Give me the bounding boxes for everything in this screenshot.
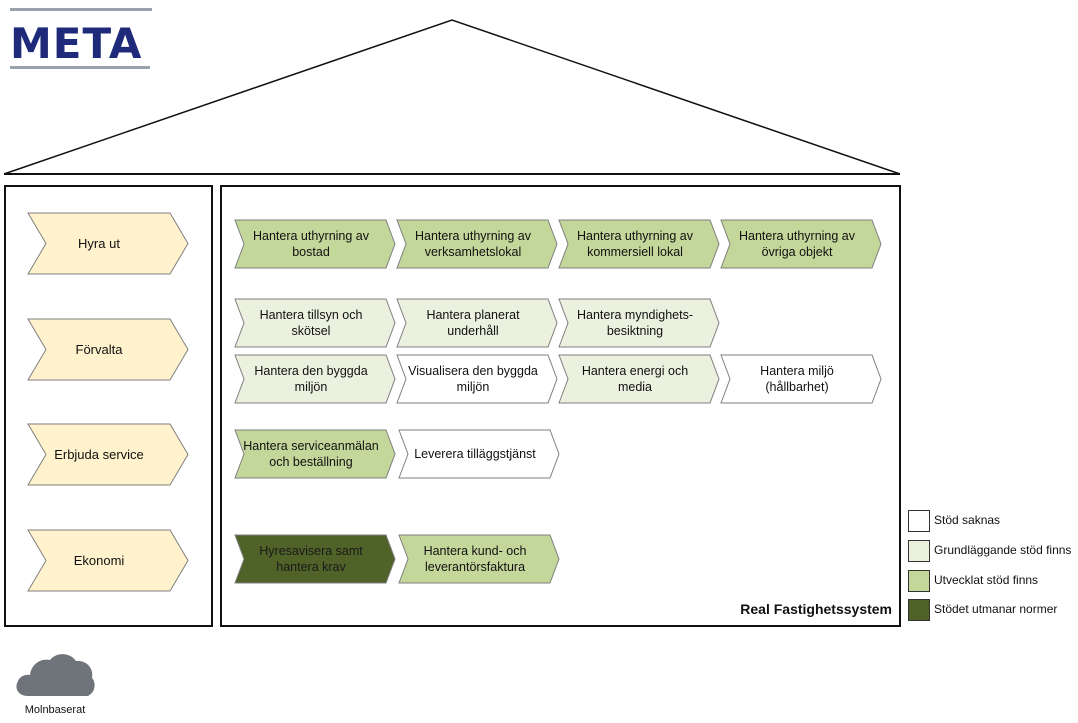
capability-label: Hantera energi och media (581, 364, 689, 394)
capability-label: Hantera serviceanmälan och beställning (243, 439, 379, 469)
logo-bottom-bar (10, 66, 150, 69)
capability-hantera-planerat-underhall: Hantera planerat underhåll (397, 299, 557, 347)
chevron-shape (399, 430, 559, 478)
capability-hantera-uthyrning-av-kommersiell-lokal: Hantera uthyrning av kommersiell lokal (559, 220, 719, 268)
capability-visualisera-den-byggda-miljon: Visualisera den byggda miljön (397, 355, 557, 403)
capability-label: Visualisera den byggda miljön (408, 364, 538, 394)
deployment-label: Molnbaserat (24, 704, 86, 716)
capability-hantera-miljo: Hantera miljö (hållbarhet) (721, 355, 881, 403)
capability-hantera-uthyrning-av-ovriga-objekt: Hantera uthyrning av övriga objekt (721, 220, 881, 268)
capability-label: Hantera uthyrning av bostad (252, 229, 370, 259)
process-label: Ekonomi (73, 552, 125, 568)
capability-hantera-tillsyn-och-skotsel: Hantera tillsyn och skötsel (235, 299, 395, 347)
legend-label: Stöd saknas (934, 513, 1001, 527)
legend-label: Stödet utmanar normer (934, 602, 1058, 616)
chevron-shape (235, 535, 395, 583)
capability-label: Hantera tillsyn och skötsel (259, 308, 363, 338)
capability-label: Hantera den byggda miljön (254, 364, 368, 394)
chevron-shape (235, 355, 395, 403)
chevron-shape (28, 530, 188, 591)
process-label: Förvalta (75, 341, 123, 357)
process-chevron-ekonomi: Ekonomi (28, 530, 188, 591)
capability-label: Hantera miljö (hållbarhet) (760, 364, 834, 394)
capability-leverera-tillaggstjanst: Leverera tilläggstjänst (399, 430, 559, 478)
capability-label: Hantera uthyrning av kommersiell lokal (576, 229, 694, 259)
capability-hantera-kund-och-leverantorsfaktura: Hantera kund- och leverantörsfaktura (399, 535, 559, 583)
capability-hantera-uthyrning-av-verksamhetslokal: Hantera uthyrning av verksamhetslokal (397, 220, 557, 268)
legend-item-utvecklat: Utvecklat stöd finns (908, 570, 1078, 594)
chevron-shape (397, 355, 557, 403)
house-roof (3, 19, 901, 175)
chevron-shape (235, 299, 395, 347)
chevron-shape (235, 430, 395, 478)
legend-label: Grundläggande stöd finns (934, 543, 1072, 557)
process-chevron-forvalta: Förvalta (28, 319, 188, 380)
capability-label: Leverera tilläggstjänst (414, 447, 536, 461)
chevron-shape (397, 220, 557, 268)
system-frame (220, 185, 901, 627)
system-title: Real Fastighetssystem (740, 601, 892, 617)
chevron-shape (235, 220, 395, 268)
chevron-shape (28, 213, 188, 274)
capability-label: Hyresavisera samt hantera krav (259, 544, 363, 574)
chevron-shape (721, 355, 881, 403)
chevron-shape (397, 299, 557, 347)
process-column-frame (4, 185, 213, 627)
capability-label: Hantera uthyrning av övriga objekt (738, 229, 856, 259)
capability-hantera-energi-och-media: Hantera energi och media (559, 355, 719, 403)
legend-swatch (908, 510, 930, 532)
legend-item-saknas: Stöd saknas (908, 510, 1078, 534)
process-chevron-erbjuda-service: Erbjuda service (28, 424, 188, 485)
chevron-shape (28, 424, 188, 485)
process-label: Hyra ut (78, 235, 120, 251)
process-chevron-hyra-ut: Hyra ut (28, 213, 188, 274)
legend-swatch (908, 570, 930, 592)
capability-hantera-myndighetsbesiktning: Hantera myndighets-besiktning (559, 299, 719, 347)
legend-swatch (908, 599, 930, 621)
legend-swatch (908, 540, 930, 562)
legend-item-grund: Grundläggande stöd finns (908, 540, 1078, 564)
cloud-icon (16, 654, 95, 696)
legend-item-utmanar: Stödet utmanar normer (908, 599, 1078, 623)
legend-label: Utvecklat stöd finns (934, 573, 1039, 587)
capability-label: Hantera uthyrning av verksamhetslokal (414, 229, 532, 259)
capability-label: Hantera planerat underhåll (426, 308, 520, 338)
capability-hantera-den-byggda-miljon: Hantera den byggda miljön (235, 355, 395, 403)
chevron-shape (559, 299, 719, 347)
capability-hyresavisera-samt-hantera-krav: Hyresavisera samt hantera krav (235, 535, 395, 583)
capability-label: Hantera kund- och leverantörsfaktura (423, 544, 527, 574)
capability-hantera-serviceanmalan: Hantera serviceanmälan och beställning (235, 430, 395, 478)
capability-hantera-uthyrning-av-bostad: Hantera uthyrning av bostad (235, 220, 395, 268)
capability-label: Hantera myndighets-besiktning (576, 308, 694, 338)
process-label: Erbjuda service (54, 446, 144, 462)
logo-top-bar (10, 8, 152, 11)
chevron-shape (721, 220, 881, 268)
chevron-shape (559, 220, 719, 268)
chevron-shape (559, 355, 719, 403)
meta-logo: META (10, 19, 143, 68)
chevron-shape (28, 319, 188, 380)
chevron-shape (399, 535, 559, 583)
